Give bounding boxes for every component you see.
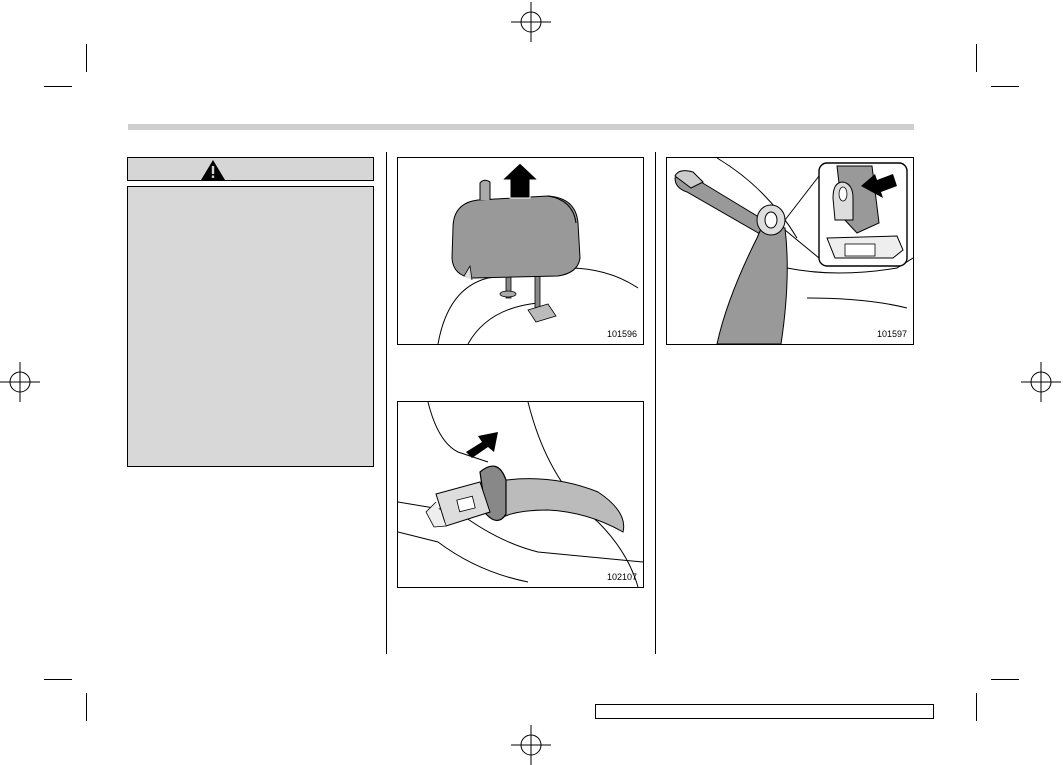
- crop-mark: [976, 44, 977, 72]
- figure-code: 102107: [606, 572, 637, 582]
- crop-mark: [44, 86, 72, 87]
- crop-mark: [86, 44, 87, 72]
- figure-seatbelt-guide: 101597: [666, 157, 914, 345]
- registration-mark-icon: [511, 725, 551, 765]
- header-rule: [128, 124, 914, 130]
- warning-body: [127, 186, 374, 467]
- figure-headrest: 101596: [397, 157, 644, 345]
- warning-header: [127, 157, 374, 181]
- page-number-box: [595, 704, 934, 719]
- seatbelt-guide-illustration: [674, 158, 913, 344]
- seatbelt-buckle-illustration: [398, 402, 643, 587]
- figure-code: 101597: [876, 329, 907, 339]
- right-arrow-icon: [466, 432, 498, 458]
- figure-seatbelt-buckle: 102107: [397, 401, 644, 588]
- registration-mark-icon: [1021, 362, 1061, 402]
- up-arrow-icon: [500, 162, 540, 199]
- crop-mark: [44, 679, 72, 680]
- registration-mark-icon: [0, 362, 40, 402]
- headrest-illustration: [437, 162, 639, 344]
- left-arrow-icon: [861, 174, 897, 198]
- crop-mark: [86, 693, 87, 721]
- column-divider: [655, 152, 656, 654]
- crop-mark: [991, 679, 1019, 680]
- column-divider: [386, 152, 387, 654]
- registration-mark-icon: [511, 2, 551, 42]
- warning-triangle-icon: [201, 160, 225, 180]
- figure-code: 101596: [606, 329, 637, 339]
- crop-mark: [991, 86, 1019, 87]
- crop-mark: [976, 693, 977, 721]
